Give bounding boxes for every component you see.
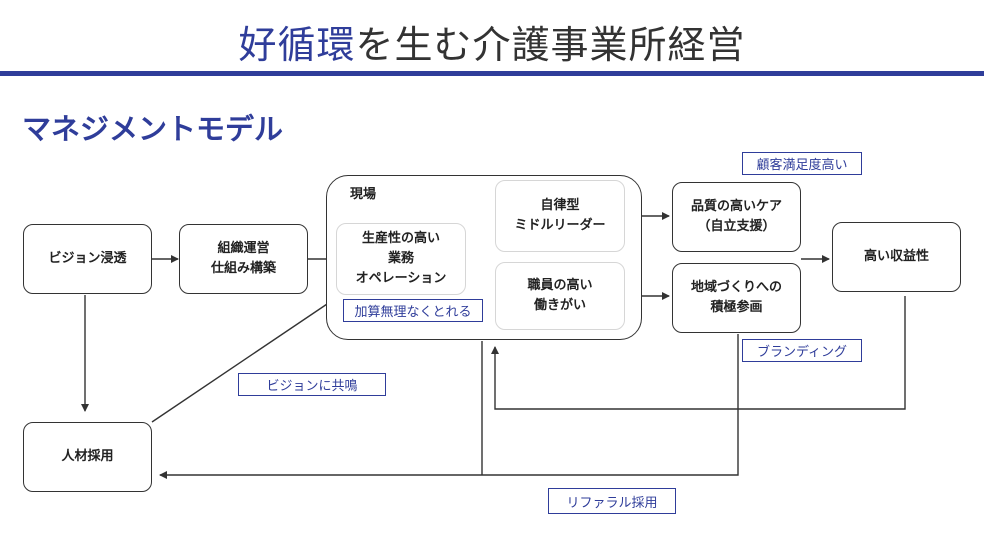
referral-label: リファラル採用 bbox=[548, 488, 676, 514]
care-box: 品質の高いケア （自立支援） bbox=[672, 182, 801, 252]
title-accent: 好循環 bbox=[238, 23, 356, 67]
branding-label: ブランディング bbox=[742, 339, 862, 362]
motivation-box: 職員の高い 働きがい bbox=[495, 262, 625, 330]
hiring-box: 人材採用 bbox=[23, 422, 152, 492]
kasan-label: 加算無理なくとれる bbox=[343, 299, 483, 322]
leader-box: 自律型 ミドルリーダー bbox=[495, 180, 625, 252]
profit-box: 高い収益性 bbox=[832, 222, 961, 292]
genba-label: 現場 bbox=[350, 187, 377, 202]
title-rest: を生む介護事業所経営 bbox=[355, 23, 746, 67]
empathy-label: ビジョンに共鳴 bbox=[238, 373, 386, 396]
arrow-hiring-to-genba bbox=[151, 297, 337, 423]
vision-box: ビジョン浸透 bbox=[23, 224, 152, 294]
arrow-profit-feedback bbox=[491, 296, 906, 410]
org-box: 組織運営 仕組み構築 bbox=[179, 224, 308, 294]
page-title: 好循環を生む介護事業所経営 bbox=[0, 14, 984, 69]
community-box: 地域づくりへの 積極参画 bbox=[672, 263, 801, 333]
arrow-referral-to-hiring bbox=[159, 334, 739, 479]
satisfaction-label: 顧客満足度高い bbox=[742, 152, 862, 175]
title-divider bbox=[0, 71, 984, 76]
section-subtitle: マネジメントモデル bbox=[22, 112, 284, 146]
productive-box: 生産性の高い 業務 オペレーション bbox=[336, 223, 466, 295]
